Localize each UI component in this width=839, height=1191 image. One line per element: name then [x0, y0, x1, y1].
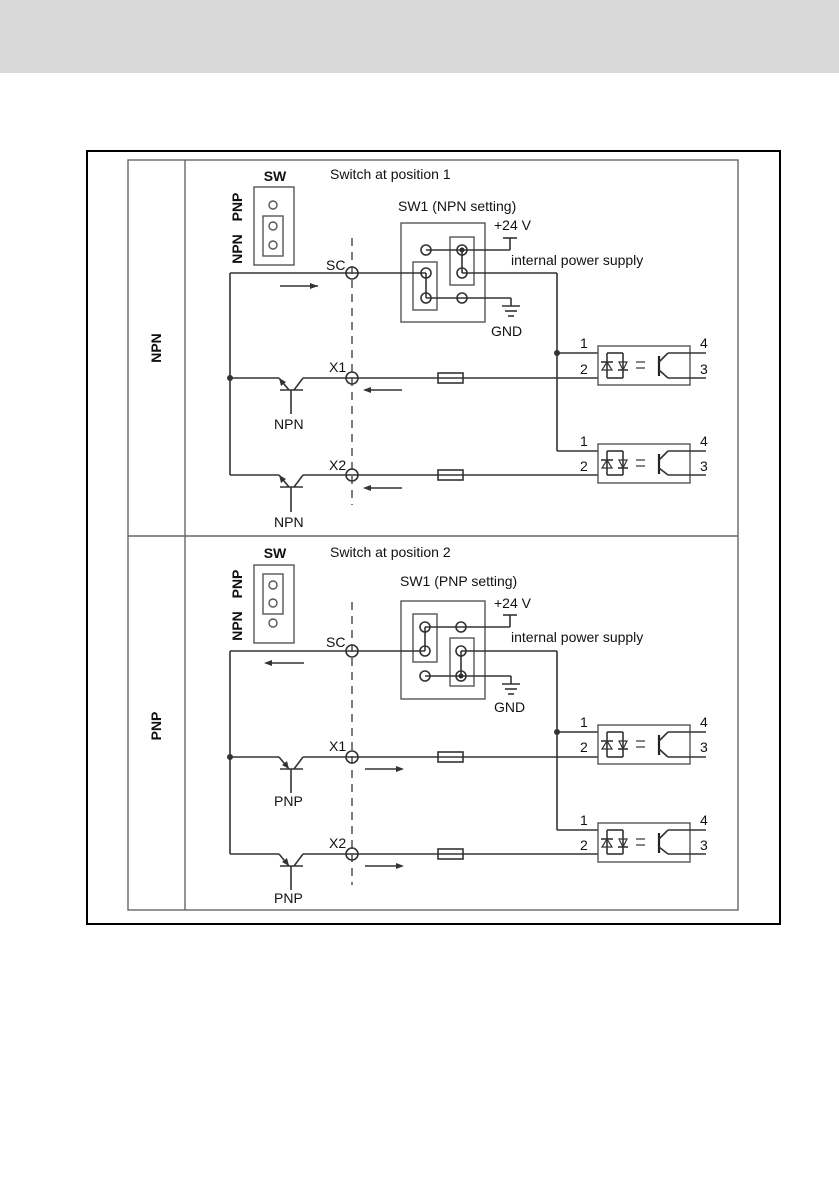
opto1-pin2-label: 2: [580, 361, 588, 377]
switch-sw-icon: [254, 187, 294, 265]
pnp-transistor-x2-icon: [230, 854, 303, 890]
opto2-pin3-label: 3: [700, 458, 708, 474]
x1-transistor-label: PNP: [274, 793, 303, 809]
gnd-label: GND: [494, 699, 525, 715]
sc-label: SC: [326, 634, 345, 650]
row-label-npn: NPN: [148, 333, 164, 363]
supply-voltage: +24 V: [494, 217, 532, 233]
supply-caption: internal power supply: [511, 629, 643, 645]
x1-label: X1: [329, 359, 346, 375]
x2-transistor-label: PNP: [274, 890, 303, 906]
opto2-pin3-label: 3: [700, 837, 708, 853]
sw1-caption: SW1 (PNP setting): [400, 573, 517, 589]
switch-sw-icon: [254, 565, 294, 643]
switch-pos-pnp-label: PNP: [229, 570, 245, 599]
switch-caption: Switch at position 1: [330, 166, 451, 182]
section-pnp: SW Switch at position 2 PNP NPN SW1 (PNP…: [227, 544, 708, 906]
opto2-pin4-label: 4: [700, 433, 708, 449]
opto2-pin2-label: 2: [580, 458, 588, 474]
switch-pos-npn-label: NPN: [229, 611, 245, 641]
x2-transistor-label: NPN: [274, 514, 304, 530]
switch-pos-pnp-label: PNP: [229, 193, 245, 222]
opto1-pin1-label: 1: [580, 714, 588, 730]
opto2-pin4-label: 4: [700, 812, 708, 828]
opto2-pin1-label: 1: [580, 812, 588, 828]
sw1-jumper-block-icon: [401, 601, 557, 699]
opto1-pin4-label: 4: [700, 714, 708, 730]
sw1-caption: SW1 (NPN setting): [398, 198, 516, 214]
optocoupler-2-icon: [598, 823, 706, 862]
switch-label: SW: [264, 545, 287, 561]
opto1-pin2-label: 2: [580, 739, 588, 755]
table-border: [128, 160, 738, 910]
optocoupler-1-icon: [598, 725, 706, 764]
switch-pos-npn-label: NPN: [229, 234, 245, 264]
x1-label: X1: [329, 738, 346, 754]
switch-label: SW: [264, 168, 287, 184]
sc-label: SC: [326, 257, 345, 273]
optocoupler-2-icon: [598, 444, 706, 483]
optocoupler-1-icon: [598, 346, 706, 385]
pnp-transistor-x1-icon: [230, 757, 303, 793]
section-npn: SW Switch at position 1 PNP NPN SW1 (NPN…: [227, 166, 708, 530]
gnd-label: GND: [491, 323, 522, 339]
opto1-pin1-label: 1: [580, 335, 588, 351]
x2-label: X2: [329, 457, 346, 473]
opto2-pin1-label: 1: [580, 433, 588, 449]
opto2-pin2-label: 2: [580, 837, 588, 853]
npn-transistor-x1-icon: [230, 378, 303, 414]
supply-caption: internal power supply: [511, 252, 643, 268]
x1-transistor-label: NPN: [274, 416, 304, 432]
switch-caption: Switch at position 2: [330, 544, 451, 560]
row-label-pnp: PNP: [148, 712, 164, 741]
npn-transistor-x2-icon: [230, 475, 303, 512]
opto1-pin4-label: 4: [700, 335, 708, 351]
opto1-pin3-label: 3: [700, 361, 708, 377]
opto1-pin3-label: 3: [700, 739, 708, 755]
supply-voltage: +24 V: [494, 595, 532, 611]
x2-label: X2: [329, 835, 346, 851]
